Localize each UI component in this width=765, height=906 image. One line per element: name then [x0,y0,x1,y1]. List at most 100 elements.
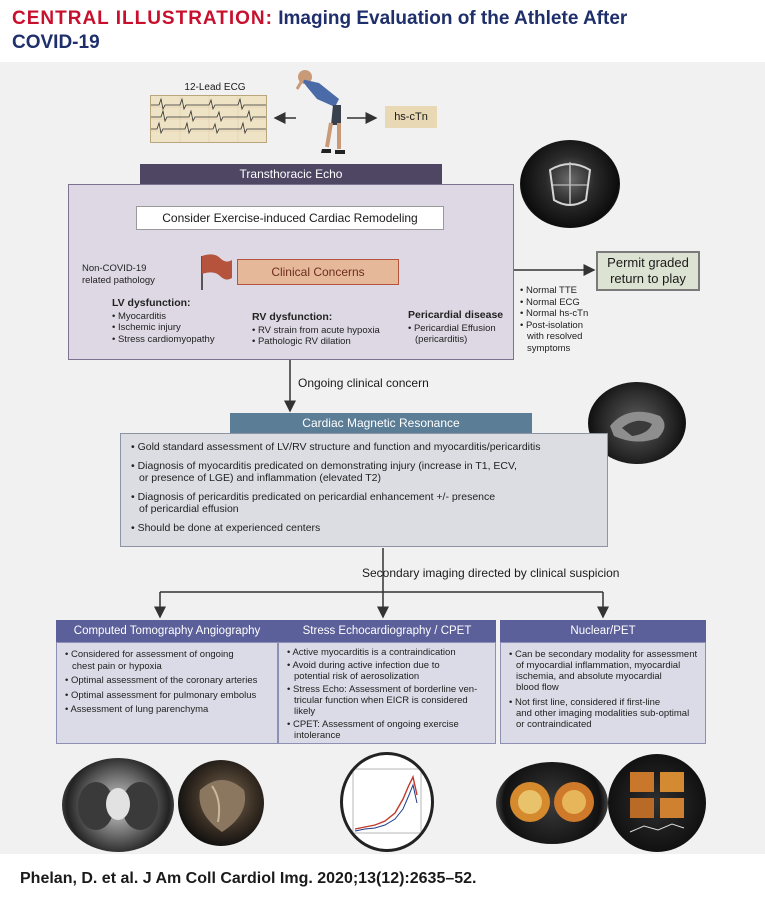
pericardial-item-text: Pericardial Effusion [413,322,496,334]
criteria-ecg-text: Normal ECG [525,296,580,308]
permit-criteria: • Normal TTE • Normal ECG • Normal hs-cT… [520,285,610,354]
lv-item-1-text: Myocarditis [117,310,167,322]
consider-eicr-box: Consider Exercise-induced Cardiac Remode… [136,206,444,230]
cta-item-1-line1: Considered for assessment of ongoing [70,649,234,660]
cmr-heart-icon [610,411,665,442]
cmr-bullet-1: • Gold standard assessment of LV/RV stru… [131,441,541,453]
red-flag-icon [201,254,232,290]
heart-3d-icon [199,780,246,832]
lv-item-2-text: Ischemic injury [117,322,181,333]
pericardial-disease: Pericardial disease • Pericardial Effusi… [408,309,508,346]
page-title: CENTRAL ILLUSTRATION: Imaging Evaluation… [12,8,627,30]
ct-chest-icon [78,782,158,830]
footer: Phelan, D. et al. J Am Coll Cardiol Img.… [0,854,765,906]
stress-item-4-line1: CPET: Assessment of ongoing exercise [292,719,459,730]
permit-line1: Permit graded [607,255,689,270]
post-line3: symptoms [527,342,571,354]
stress-item-3-line2: tricular function when EICR is considere… [294,695,468,717]
lv-item-3: • Stress cardiomyopathy [112,333,215,345]
ct-lung-image [62,758,174,852]
nuclear-item-2-line1: Not first line, considered if first-line [514,697,661,708]
stress-item-3: • Stress Echo: Assessment of borderline … [287,684,491,717]
rv-item-1-text: RV strain from acute hypoxia [257,324,380,336]
pericardial-item-line2: (pericarditis) [415,334,468,345]
polar-map-icon [510,782,594,822]
stress-item-3-line1: Stress Echo: Assessment of borderline ve… [292,684,478,695]
non-covid-line1: Non-COVID-19 [82,263,147,274]
cmr-bullet-2-line2: or presence of LGE) and inflammation (el… [139,472,382,484]
ecg-strip [150,95,267,143]
non-covid-pathology: Non-COVID-19 related pathology [82,263,172,286]
rv-item-2-text: Pathologic RV dilation [257,336,351,347]
pet-slices-icon [629,772,685,833]
stress-item-4-line2: intolerance [294,730,341,741]
cmr-bullet-3-line2: of pericardial effusion [139,503,239,515]
permit-line2: return to play [610,271,686,286]
criteria-post-isolation: • Post-isolation [520,319,583,331]
athlete-figure-icon [295,70,345,154]
rv-item-1: • RV strain from acute hypoxia [252,324,380,336]
nuclear-box: • Can be secondary modality for assessme… [500,642,706,744]
lv-item-1: • Myocarditis [112,310,167,322]
cta-header: Computed Tomography Angiography [56,620,278,642]
tte-header: Transthoracic Echo [140,164,442,184]
cta-item-4-text: Assessment of lung parenchyma [70,704,209,715]
permit-return-box: Permit graded return to play [596,251,700,291]
stress-item-2-line2: potential risk of aerosolization [294,671,420,682]
lv-item-2: • Ischemic injury [112,322,181,333]
cta-item-4: • Assessment of lung parenchyma [65,704,209,715]
stress-box: • Active myocarditis is a contraindicati… [278,642,496,744]
nuclear-item-2-line2: and other imaging modalities sub-optimal [516,708,690,719]
ecg-trace-icon [151,96,266,142]
nuclear-item-2: • Not first line, considered if first-li… [509,697,701,730]
echo-heart-icon [548,162,592,206]
pericardial-item-line1: • Pericardial Effusion [408,322,496,334]
criteria-hsctn-text: Normal hs-cTn [525,308,589,319]
secondary-imaging-label: Secondary imaging directed by clinical s… [362,566,620,580]
nuclear-item-1-line1: Can be secondary modality for assessment [514,649,698,660]
cta-item-3: • Optimal assessment for pulmonary embol… [65,689,257,701]
nuclear-item-1-line2: of myocardial inflammation, myocardial [516,660,681,671]
cmr-box: • Gold standard assessment of LV/RV stru… [120,433,608,547]
echo-image [520,140,620,228]
rv-dysfunction: RV dysfunction: • RV strain from acute h… [252,311,402,348]
post-line2: with resolved [527,331,583,342]
rv-title: RV dysfunction: [252,311,333,323]
cta-box: • Considered for assessment of ongoing c… [56,642,278,744]
post-line1: Post-isolation [525,319,583,331]
cmr-bullet-3-line1: Diagnosis of pericarditis predicated on … [137,490,496,503]
cpet-curve-icon [352,768,422,834]
cmr-bullet-3: • Diagnosis of pericarditis predicated o… [131,491,597,516]
title-text-line2: COVID-19 [12,32,100,53]
cmr-bullet-2: • Diagnosis of myocarditis predicated on… [131,460,597,485]
clinical-concerns-box: Clinical Concerns [237,259,399,285]
cta-item-3-text: Optimal assessment for pulmonary embolus [70,689,257,701]
cmr-header: Cardiac Magnetic Resonance [230,413,532,433]
stress-item-2: • Avoid during active infection due to p… [287,660,491,682]
stress-header: Stress Echocardiography / CPET [278,620,496,642]
ongoing-concern-label: Ongoing clinical concern [298,376,429,390]
nuclear-header: Nuclear/PET [500,620,706,642]
nuclear-item-2-line3: or contraindicated [516,719,592,730]
title-bar: CENTRAL ILLUSTRATION: Imaging Evaluation… [0,0,765,62]
non-covid-line2: related pathology [82,274,155,286]
nuclear-item-1-line4: blood flow [516,682,559,693]
stress-item-1-text: Active myocarditis is a contraindication [292,647,456,658]
criteria-tte: • Normal TTE [520,285,577,296]
stress-item-1: • Active myocarditis is a contraindicati… [287,647,456,658]
stress-item-2-line1: Avoid during active infection due to [292,660,440,671]
title-prefix: CENTRAL ILLUSTRATION: [12,8,273,29]
pet-polar-image [496,762,608,844]
cmr-bullet-2-line1: Diagnosis of myocarditis predicated on d… [137,459,517,472]
cmr-bullet-1-text: Gold standard assessment of LV/RV struct… [137,441,541,453]
cta-item-1: • Considered for assessment of ongoing c… [65,649,271,672]
rv-item-2: • Pathologic RV dilation [252,336,351,347]
cta-item-1-line2: chest pain or hypoxia [72,660,162,672]
hs-ctn-box: hs-cTn [385,106,437,128]
lv-dysfunction: LV dysfunction: • Myocarditis • Ischemic… [112,297,222,345]
pericardial-title: Pericardial disease [408,309,504,321]
ct-coronary-image [178,760,264,846]
lv-item-3-text: Stress cardiomyopathy [117,333,215,345]
cta-item-2-text: Optimal assessment of the coronary arter… [70,675,258,686]
pet-slices-image [608,754,706,852]
